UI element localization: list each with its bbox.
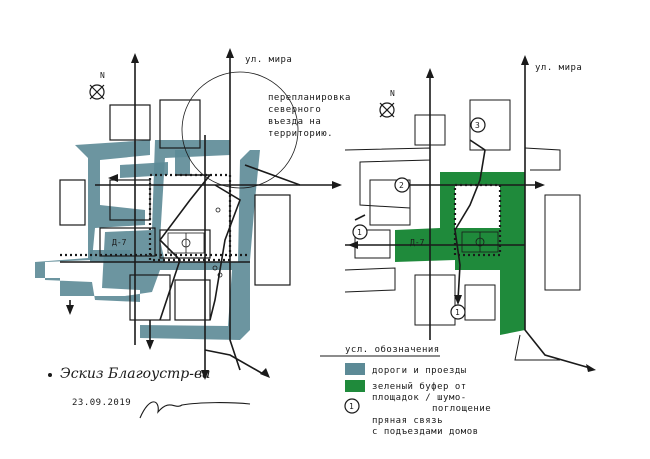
node-1-label: 1 [357,228,362,237]
legend-node-number: 1 [349,402,354,411]
arrow-west-right [348,241,358,249]
arrow-north-right-2 [521,55,529,65]
street-label-left: ул. мира [245,55,292,65]
right-green-buffer [395,172,525,335]
north-compass-right: N [379,89,395,118]
arrow-north-left [226,48,234,58]
note-line-1: перепланировка [268,93,351,103]
node-2-circle [394,177,410,193]
arrow-west-left [108,174,118,182]
legend-node-symbol [344,398,360,414]
arrow-se-right [586,364,596,372]
note-line-4: территорию. [268,129,333,139]
arrow-s2-left [146,340,154,350]
legend-link-line1: пряная связь [372,416,443,426]
right-ink [345,62,591,369]
legend: усл. обозначения дороги и проезды зелены… [320,344,491,437]
legend-green-line1: зеленый буфер от [372,381,467,392]
node-3-label: 3 [475,121,480,130]
left-dashes [60,173,250,262]
legend-green-line3: поглощение [432,404,491,414]
north-label-left: N [100,71,105,80]
d7-label-left: Д-7 [112,238,127,247]
node-2-label: 2 [399,181,404,190]
right-nodes: 3 2 1 1 [352,117,486,320]
title-bullet [48,373,52,377]
north-compass-left: N [89,71,105,100]
node-1-circle [352,224,368,240]
left-plan: N ул. мира перепланировка северного въез… [35,48,351,380]
note-line-3: въезда на [268,117,321,127]
right-courtyard [455,185,500,228]
note-line-2: северного [268,105,321,115]
legend-swatch-roads [345,363,365,375]
arrow-north-left-2 [131,53,139,63]
arrow-south-right [454,295,462,305]
title-block: Эскиз Благоустр-ва 23.09.2019 [48,366,251,419]
node-3-circle [470,117,486,133]
d7-label-right: Д-7 [410,238,425,247]
arrow-se-left [260,368,270,378]
sketch-date: 23.09.2019 [72,398,131,408]
left-playgrounds [167,207,223,278]
left-arrows [66,48,342,380]
node-4-label: 1 [455,308,460,317]
arrow-east-right [535,181,545,189]
sketch-title: Эскиз Благоустр-ва [60,366,211,382]
right-dashes [453,183,502,257]
right-playgrounds [461,231,499,253]
signature-mark [139,401,251,419]
north-label-right: N [390,89,395,98]
legend-green-line2: площадок / шумо- [372,393,467,403]
arrow-north-right [426,68,434,78]
legend-link-line2: с подъездами домов [372,427,479,437]
right-arrows [348,55,596,372]
node-4-circle [450,304,466,320]
arrow-sw-left [66,305,74,315]
left-highlight-circle [181,71,299,189]
street-label-right: ул. мира [535,63,582,73]
arrow-south-left [201,370,209,380]
legend-roads-label: дороги и проезды [372,366,467,376]
right-plan: 3 2 1 1 N ул. мира Д-7 [344,55,596,372]
legend-swatch-green [345,380,365,392]
legend-heading: усл. обозначения [345,344,440,355]
arrow-east-left [332,181,342,189]
